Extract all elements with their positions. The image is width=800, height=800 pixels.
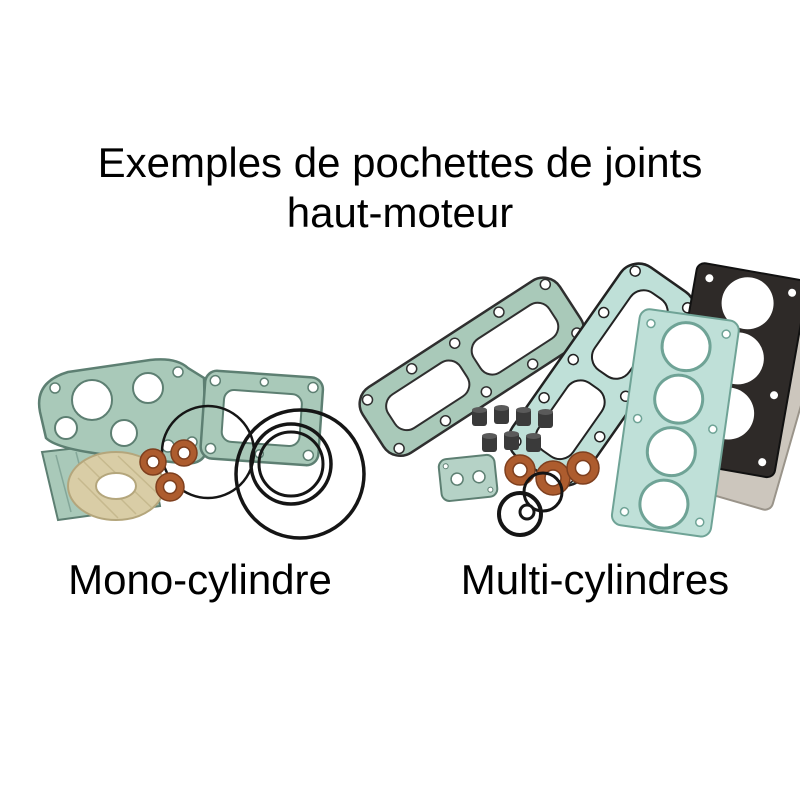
caption-mono-cylindre: Mono-cylindre (68, 556, 332, 603)
multi-cylinder-kit (358, 262, 800, 538)
multi-cover-gasket-teal (507, 262, 697, 487)
mono-oring-large (234, 408, 366, 540)
multi-valve-stem-seals (472, 405, 553, 452)
multi-small-gasket (437, 453, 499, 502)
mono-cylinder-kit (37, 358, 366, 540)
mono-oring-double (249, 422, 333, 506)
multi-oring-with-seal (497, 491, 543, 537)
page-title: Exemples de pochettes de joints haut-mot… (0, 138, 800, 238)
multi-copper-rings (504, 451, 600, 513)
page-title-line2: haut-moteur (286, 189, 514, 236)
page-title-line1: Exemples de pochettes de joints (97, 139, 703, 186)
multi-head-gasket-teal (610, 308, 740, 538)
multi-cover-gasket-green (358, 276, 586, 458)
mono-copper-washers (139, 439, 198, 502)
mono-paper-gasket (67, 451, 165, 521)
caption-multi-cylindres: Multi-cylindres (460, 556, 730, 603)
